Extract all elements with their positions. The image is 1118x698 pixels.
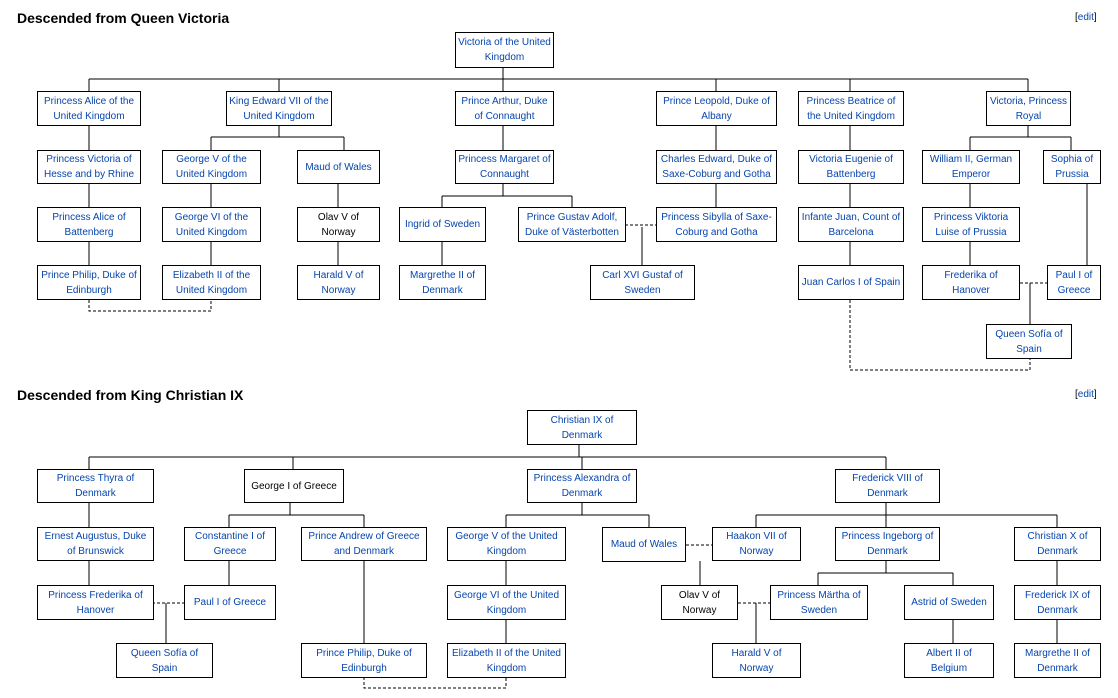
person-albert-ii[interactable]: Albert II of Belgium: [904, 643, 994, 678]
person-princess-beatrice[interactable]: Princess Beatrice of the United Kingdom: [798, 91, 904, 126]
person-george-v[interactable]: George V of the United Kingdom: [162, 150, 261, 184]
person-frederika-of-hanover[interactable]: Frederika of Hanover: [922, 265, 1020, 300]
person-christian-x[interactable]: Christian X of Denmark: [1014, 527, 1101, 561]
person-elizabeth-ii-c[interactable]: Elizabeth II of the United Kingdom: [447, 643, 566, 678]
person-queen-sofia-c[interactable]: Queen Sofía of Spain: [116, 643, 213, 678]
person-victoria-of-hesse[interactable]: Princess Victoria of Hesse and by Rhine: [37, 150, 141, 184]
person-gustav-adolf[interactable]: Prince Gustav Adolf, Duke of Västerbotte…: [518, 207, 626, 242]
person-prince-leopold[interactable]: Prince Leopold, Duke of Albany: [656, 91, 777, 126]
person-prince-philip[interactable]: Prince Philip, Duke of Edinburgh: [37, 265, 141, 300]
person-george-vi[interactable]: George VI of the United Kingdom: [162, 207, 261, 242]
person-margrethe-ii[interactable]: Margrethe II of Denmark: [399, 265, 486, 300]
person-paul-of-greece[interactable]: Paul I of Greece: [1047, 265, 1101, 300]
edit-link-victoria-text[interactable]: edit: [1077, 12, 1094, 23]
person-queen-sofia[interactable]: Queen Sofía of Spain: [986, 324, 1072, 359]
person-victoria-of-the-uk[interactable]: Victoria of the United Kingdom: [455, 32, 554, 68]
person-constantine-i[interactable]: Constantine I of Greece: [184, 527, 276, 561]
person-prince-arthur[interactable]: Prince Arthur, Duke of Connaught: [455, 91, 554, 126]
person-victoria-eugenie[interactable]: Victoria Eugenie of Battenberg: [798, 150, 904, 184]
section-title-victoria: Descended from Queen Victoria: [17, 10, 230, 26]
person-astrid-of-sweden[interactable]: Astrid of Sweden: [904, 585, 994, 620]
person-william-ii[interactable]: William II, German Emperor: [922, 150, 1020, 184]
person-sophia-of-prussia[interactable]: Sophia of Prussia: [1043, 150, 1101, 184]
person-princess-alice[interactable]: Princess Alice of the United Kingdom: [37, 91, 141, 126]
person-princess-thyra[interactable]: Princess Thyra of Denmark: [37, 469, 154, 503]
person-princess-alexandra[interactable]: Princess Alexandra of Denmark: [527, 469, 637, 503]
edit-link-christian[interactable]: [edit]: [1075, 389, 1097, 400]
person-juan-carlos[interactable]: Juan Carlos I of Spain: [798, 265, 904, 300]
person-maud-of-wales-c[interactable]: Maud of Wales: [602, 527, 686, 562]
edit-link-victoria[interactable]: [edit]: [1075, 12, 1097, 23]
person-prince-philip-c[interactable]: Prince Philip, Duke of Edinburgh: [301, 643, 427, 678]
person-george-v-uk[interactable]: George V of the United Kingdom: [447, 527, 566, 561]
person-harald-v-c[interactable]: Harald V of Norway: [712, 643, 801, 678]
person-princess-frederika[interactable]: Princess Frederika of Hanover: [37, 585, 154, 620]
person-frederick-viii[interactable]: Frederick VIII of Denmark: [835, 469, 940, 503]
person-edward-vii[interactable]: King Edward VII of the United Kingdom: [226, 91, 332, 126]
person-paul-i-of-greece[interactable]: Paul I of Greece: [184, 585, 276, 620]
person-prince-andrew[interactable]: Prince Andrew of Greece and Denmark: [301, 527, 427, 561]
section-title-christian: Descended from King Christian IX: [17, 387, 244, 403]
person-olav-v[interactable]: Olav V of Norway: [297, 207, 380, 242]
person-george-vi-uk[interactable]: George VI of the United Kingdom: [447, 585, 566, 620]
person-princess-sibylla[interactable]: Princess Sibylla of Saxe-Coburg and Goth…: [656, 207, 777, 242]
person-ingrid-of-sweden[interactable]: Ingrid of Sweden: [399, 207, 486, 242]
person-harald-v[interactable]: Harald V of Norway: [297, 265, 380, 300]
person-christian-ix[interactable]: Christian IX of Denmark: [527, 410, 637, 445]
person-ernest-augustus[interactable]: Ernest Augustus, Duke of Brunswick: [37, 527, 154, 561]
person-frederick-ix[interactable]: Frederick IX of Denmark: [1014, 585, 1101, 620]
person-george-i-of-greece[interactable]: George I of Greece: [244, 469, 344, 503]
person-infante-juan[interactable]: Infante Juan, Count of Barcelona: [798, 207, 904, 242]
edit-link-christian-text[interactable]: edit: [1077, 389, 1094, 400]
person-carl-xvi-gustaf[interactable]: Carl XVI Gustaf of Sweden: [590, 265, 695, 300]
person-maud-of-wales[interactable]: Maud of Wales: [297, 150, 380, 184]
person-charles-edward[interactable]: Charles Edward, Duke of Saxe-Coburg and …: [656, 150, 777, 184]
person-olav-v-c[interactable]: Olav V of Norway: [661, 585, 738, 620]
person-victoria-princess-royal[interactable]: Victoria, Princess Royal: [986, 91, 1071, 126]
person-haakon-vii[interactable]: Haakon VII of Norway: [712, 527, 801, 561]
person-princess-margaret[interactable]: Princess Margaret of Connaught: [455, 150, 554, 184]
person-princess-martha[interactable]: Princess Märtha of Sweden: [770, 585, 868, 620]
person-princess-ingeborg[interactable]: Princess Ingeborg of Denmark: [835, 527, 940, 561]
person-elizabeth-ii[interactable]: Elizabeth II of the United Kingdom: [162, 265, 261, 300]
person-alice-of-battenberg[interactable]: Princess Alice of Battenberg: [37, 207, 141, 242]
person-viktoria-luise[interactable]: Princess Viktoria Luise of Prussia: [922, 207, 1020, 242]
person-margrethe-ii-c[interactable]: Margrethe II of Denmark: [1014, 643, 1101, 678]
